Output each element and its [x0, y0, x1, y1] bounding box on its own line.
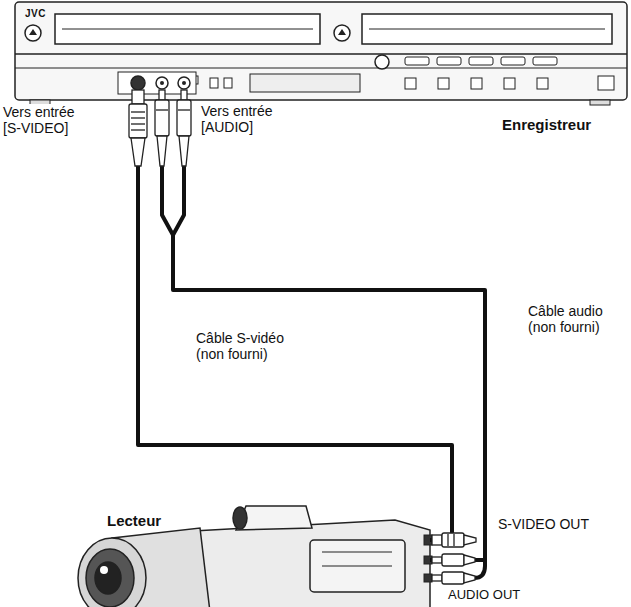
camcorder-body — [233, 507, 247, 529]
s-video-plug — [464, 535, 476, 545]
recorder-body — [156, 77, 168, 89]
audio-plug — [177, 100, 191, 136]
recorder-body — [598, 76, 614, 90]
audio-plug — [442, 572, 464, 584]
s-video-plug — [131, 111, 145, 112]
camcorder-body — [95, 562, 121, 594]
recorder-body — [469, 57, 493, 65]
s-video-plug — [432, 535, 442, 545]
camcorder-device: Lecteur — [55, 505, 430, 607]
s-video-plug — [131, 138, 145, 166]
device-name: Enregistreur — [502, 116, 591, 133]
audio-plug — [432, 554, 475, 584]
s-video-plug — [129, 90, 147, 166]
recorder-body — [178, 77, 190, 89]
camcorder-body — [86, 549, 134, 607]
s-video-plug — [132, 90, 144, 104]
recorder-device: JVCEnregistreur — [15, 2, 627, 100]
audio-plug — [442, 554, 464, 566]
recorder-body — [15, 2, 627, 105]
port-label: S-VIDEO OUT — [497, 516, 590, 532]
recorder-body — [405, 78, 416, 89]
recorder-body — [501, 57, 525, 65]
recorder-body — [182, 81, 186, 85]
cable-label: Câble S-vidéo (non fourni) — [195, 330, 312, 362]
recorder-body — [590, 100, 610, 105]
recorder-body — [334, 25, 350, 41]
camcorder-body — [310, 540, 405, 592]
audio-plug — [155, 100, 169, 136]
s-video-plug — [131, 123, 145, 124]
audio-plug — [181, 90, 187, 100]
audio-plug — [432, 557, 442, 563]
recorder-body — [438, 78, 449, 89]
device-name: Lecteur — [107, 512, 161, 529]
recorder-body — [62, 29, 313, 30]
recorder-body — [369, 29, 605, 30]
recorder-body — [55, 14, 320, 44]
cable-label: Câble audio (non fourni) — [527, 303, 629, 335]
recorder-body — [537, 78, 548, 89]
audio-plug — [156, 109, 168, 110]
recorder-body — [504, 78, 515, 89]
port-label: Vers entrée [S-VIDEO] — [2, 104, 96, 136]
recorder-body — [250, 74, 360, 92]
recorder-body — [25, 25, 41, 41]
s-video-plug — [131, 117, 145, 118]
camcorder-body — [175, 520, 430, 607]
s-video-plug — [442, 533, 464, 547]
recorder-body — [338, 29, 346, 35]
audio-plug — [464, 555, 475, 565]
recorder-body — [224, 78, 232, 88]
recorder-body — [362, 14, 612, 44]
s-video-plug — [453, 534, 454, 546]
recorder-body — [375, 55, 389, 69]
camcorder-body — [322, 566, 392, 567]
cable-branch — [173, 165, 485, 578]
recorder-body — [160, 81, 164, 85]
recorder-body — [15, 68, 627, 69]
camcorder-body — [78, 506, 432, 607]
camcorder-body — [100, 566, 108, 574]
recorder-body — [131, 76, 145, 90]
s-video-cable — [138, 100, 452, 540]
port-label: Vers entrée [AUDIO] — [200, 103, 294, 135]
s-video-plug — [131, 129, 145, 130]
brand-logo: JVC — [25, 8, 46, 20]
recorder-body — [29, 29, 37, 35]
s-video-plug — [432, 533, 476, 547]
recorder-body — [210, 78, 218, 88]
recorder-body — [471, 78, 482, 89]
recorder-body — [15, 2, 627, 100]
audio-plug — [157, 136, 167, 166]
camcorder-body — [78, 538, 146, 607]
recorder-body — [405, 57, 429, 65]
audio-cable — [162, 100, 485, 560]
audio-plug — [155, 90, 191, 166]
recorder-body — [15, 53, 627, 55]
audio-plug — [179, 136, 189, 166]
cable-branch — [173, 165, 184, 235]
camcorder-body — [424, 574, 432, 582]
audio-plug — [178, 109, 190, 110]
port-label: AUDIO OUT — [447, 588, 521, 603]
recorder-body — [437, 57, 461, 65]
recorder-body — [533, 57, 557, 65]
s-video-plug — [447, 534, 448, 546]
audio-plug — [432, 575, 442, 581]
audio-plug — [159, 90, 165, 100]
audio-plug — [464, 573, 475, 583]
camcorder-body — [322, 552, 392, 553]
s-video-plug — [129, 104, 147, 138]
